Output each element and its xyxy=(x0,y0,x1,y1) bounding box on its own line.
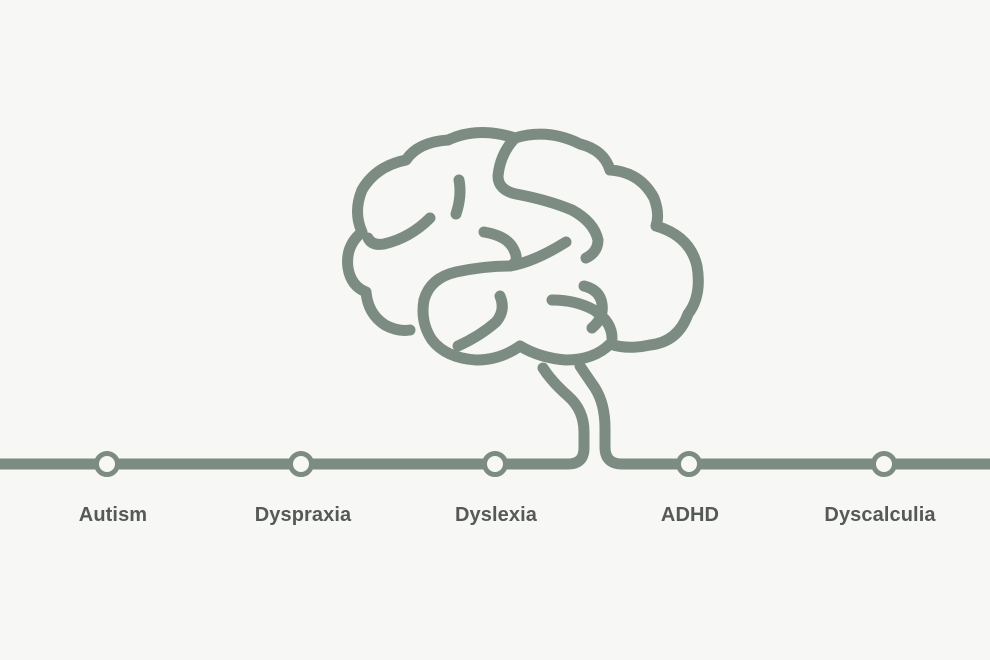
brain-fold-middle xyxy=(478,226,572,272)
label-adhd: ADHD xyxy=(660,504,720,526)
label-dyscalculia: Dyscalculia xyxy=(824,504,936,526)
brain-fold-center-s xyxy=(492,132,604,264)
timeline-line-right xyxy=(574,360,990,470)
brain-fold-lower xyxy=(546,294,618,344)
label-autism: Autism xyxy=(78,504,148,526)
brain-icon xyxy=(342,126,704,366)
timeline-node-dyslexia xyxy=(482,451,508,477)
brain-right-outline xyxy=(417,128,704,366)
label-dyslexia: Dyslexia xyxy=(455,504,537,526)
brain-fold-left-small xyxy=(450,174,466,220)
label-dyspraxia: Dyspraxia xyxy=(254,504,352,526)
brain-outline xyxy=(342,126,521,336)
brain-fold-lower-hook xyxy=(578,280,608,334)
brain-fold-bottom xyxy=(452,290,508,352)
timeline-node-adhd xyxy=(676,451,702,477)
timeline-node-dyscalculia xyxy=(871,451,897,477)
brain-fold-left-top xyxy=(362,212,436,250)
timeline-line-left xyxy=(0,362,590,470)
timeline-node-autism xyxy=(94,451,120,477)
timeline-node-dyspraxia xyxy=(288,451,314,477)
